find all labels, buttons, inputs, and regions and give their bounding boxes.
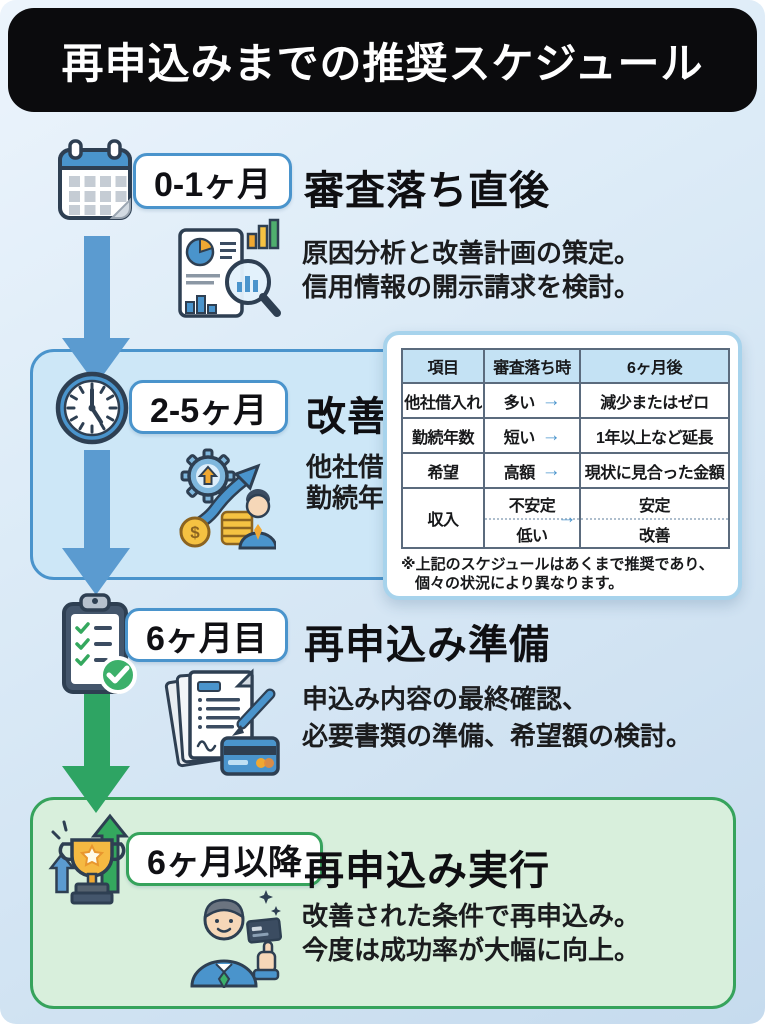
cell-item: 希望 — [401, 452, 485, 489]
step-4-title: 再申込み実行 — [304, 849, 550, 893]
cell-item: 他社借入れ — [401, 382, 485, 419]
comparison-table-card: 項目 審査落ち時 6ヶ月後 他社借入れ 多い → 減少またはゼロ 勤続年数 短い →… — [383, 331, 742, 600]
step-1-description-line-2: 信用情報の開示請求を検討。 — [302, 272, 641, 302]
person-thumbs-up-icon — [190, 890, 282, 988]
after-top-value: 安定 — [638, 497, 671, 515]
table-row: 勤続年数 短い → 1年以上など延長 — [401, 417, 730, 454]
step-4-description: 改善された条件で再申込み。 今度は成功率が大幅に向上。 — [302, 899, 640, 967]
cell-before: 短い → — [483, 417, 581, 454]
table-row: 他社借入れ 多い → 減少またはゼロ — [401, 382, 730, 419]
after-bottom-value: 改善 — [581, 518, 728, 547]
table-row: 希望 高額 → 現状に見合った金額 — [401, 452, 730, 489]
cell-before: 多い → — [483, 382, 581, 419]
analysis-report-icon — [178, 218, 281, 318]
clock-icon — [55, 371, 129, 445]
before-value: 短い — [503, 429, 536, 447]
cell-after: 現状に見合った金額 — [579, 452, 730, 489]
col-header-before: 審査落ち時 — [483, 348, 581, 384]
right-arrow-icon: → — [541, 424, 561, 446]
footnote-line-2: 個々の状況により異なります。 — [415, 575, 624, 592]
documents-pen-card-icon — [164, 668, 280, 776]
step-1-period-badge: 0-1ヶ月 — [133, 153, 293, 209]
step-2-description-line-1: 他社借 — [306, 452, 385, 482]
step-2-description-line-2: 勤続年 — [306, 483, 385, 513]
cell-before: 高額 → — [483, 452, 581, 489]
clipboard-check-icon — [62, 593, 137, 694]
col-header-item: 項目 — [401, 348, 485, 384]
right-arrow-icon: → — [557, 507, 577, 528]
step-4-description-line-1: 改善された条件で再申込み。 — [302, 901, 641, 931]
step-3-period-badge: 6ヶ月目 — [125, 608, 288, 662]
right-arrow-icon: → — [541, 459, 561, 481]
step-2-period-badge: 2-5ヶ月 — [129, 380, 289, 434]
right-arrow-icon: → — [541, 389, 561, 411]
before-top-value: 不安定 — [508, 497, 556, 515]
timeline-arrow-line-2 — [84, 450, 110, 550]
table-header-row: 項目 審査落ち時 6ヶ月後 — [401, 348, 730, 384]
page-title: 再申込みまでの推奨スケジュール — [8, 8, 757, 112]
before-value: 高額 — [503, 464, 536, 482]
step-4-period-badge: 6ヶ月以降 — [126, 832, 323, 886]
step-2-description: 他社借 勤続年 — [306, 452, 384, 514]
step-3-description-line-1: 申込み内容の最終確認、 — [302, 684, 589, 714]
step-3-title: 再申込み準備 — [304, 623, 550, 667]
step-2-title: 改善 — [306, 395, 388, 439]
timeline-arrow-line-1 — [84, 236, 110, 340]
svg-text:$: $ — [190, 523, 200, 542]
col-header-after: 6ヶ月後 — [579, 348, 730, 384]
down-arrow-icon — [62, 548, 130, 595]
before-value: 多い — [503, 394, 536, 412]
step-3-description-line-2: 必要書類の準備、希望額の検討。 — [302, 721, 693, 751]
step-1-title: 審査落ち直後 — [304, 169, 550, 213]
step-1-description-line-1: 原因分析と改善計画の策定。 — [302, 238, 641, 268]
step-4-description-line-2: 今度は成功率が大幅に向上。 — [302, 935, 641, 965]
cell-after: 1年以上など延長 — [579, 417, 730, 454]
footnote-line-1: ※上記のスケジュールはあくまで推奨であり、 — [401, 556, 714, 573]
cell-after: 減少またはゼロ — [579, 382, 730, 419]
cell-item: 勤続年数 — [401, 417, 485, 454]
down-arrow-icon — [62, 766, 130, 813]
cell-after-split: 安定 改善 — [579, 487, 730, 549]
calendar-icon — [58, 139, 132, 220]
growth-improvement-icon: $ — [179, 448, 276, 550]
table-row-split: 収入 不安定 低い → 安定 改善 — [401, 487, 730, 549]
cell-before-split: 不安定 低い → — [483, 487, 581, 549]
step-4-box — [30, 797, 736, 1009]
step-1-description: 原因分析と改善計画の策定。 信用情報の開示請求を検討。 — [302, 236, 640, 304]
table-footnote: ※上記のスケジュールはあくまで推奨であり、 個々の状況により異なります。 — [401, 555, 724, 593]
step-3-description: 申込み内容の最終確認、 必要書類の準備、希望額の検討。 — [302, 681, 692, 755]
comparison-table: 項目 審査落ち時 6ヶ月後 他社借入れ 多い → 減少またはゼロ 勤続年数 短い →… — [401, 348, 730, 549]
trophy-arrows-icon — [48, 813, 130, 905]
cell-item: 収入 — [401, 487, 485, 549]
before-bottom-value: 低い — [485, 518, 579, 547]
timeline-arrow-line-3 — [84, 690, 110, 770]
